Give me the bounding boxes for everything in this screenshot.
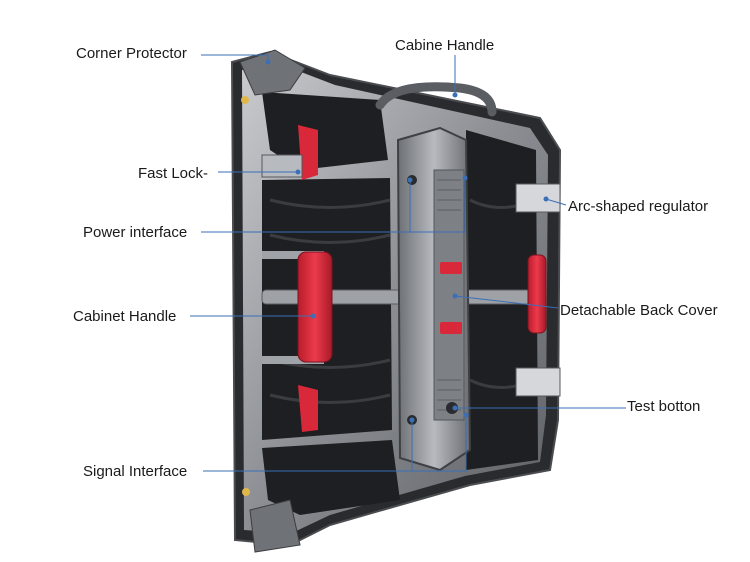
left-handle bbox=[262, 251, 333, 364]
leader-arc-regulator bbox=[545, 198, 567, 206]
leader-back-cover bbox=[454, 295, 559, 309]
label-arc-regulator: Arc-shaped regulator bbox=[568, 198, 709, 215]
fast-lock-bottom bbox=[298, 385, 318, 432]
cover-red-tab-bottom bbox=[440, 322, 462, 334]
cabinet-cavity-bottom-left bbox=[262, 440, 400, 515]
label-test-botton: Test botton bbox=[627, 398, 701, 415]
label-detachable-back-cover: Detachable Back Cover bbox=[560, 302, 718, 319]
label-cabine-handle: Cabine Handle bbox=[395, 37, 495, 54]
label-power-interface: Power interface bbox=[83, 224, 188, 241]
corner-protector-top bbox=[239, 49, 306, 96]
label-fast-lock: Fast Lock- bbox=[138, 165, 209, 182]
leader-signal-interface bbox=[203, 415, 467, 472]
test-button bbox=[446, 402, 458, 414]
back-cover bbox=[396, 126, 472, 472]
corner-protector-bottom bbox=[249, 499, 301, 553]
label-cabinet-handle: Cabinet Handle bbox=[73, 308, 177, 325]
arc-regulator-top bbox=[515, 183, 561, 213]
cabinet-cavity-top-left bbox=[262, 92, 388, 170]
leader-power-interface bbox=[201, 178, 466, 233]
label-signal-interface: Signal Interface bbox=[83, 463, 188, 480]
cover-red-tab-top bbox=[440, 262, 462, 274]
leader-lines bbox=[190, 54, 626, 472]
label-corner-protector: Corner Protector bbox=[76, 45, 187, 62]
top-handle bbox=[375, 82, 497, 117]
arc-regulator-bottom bbox=[515, 367, 561, 397]
leader-dots bbox=[265, 59, 549, 423]
right-handle bbox=[527, 254, 547, 334]
